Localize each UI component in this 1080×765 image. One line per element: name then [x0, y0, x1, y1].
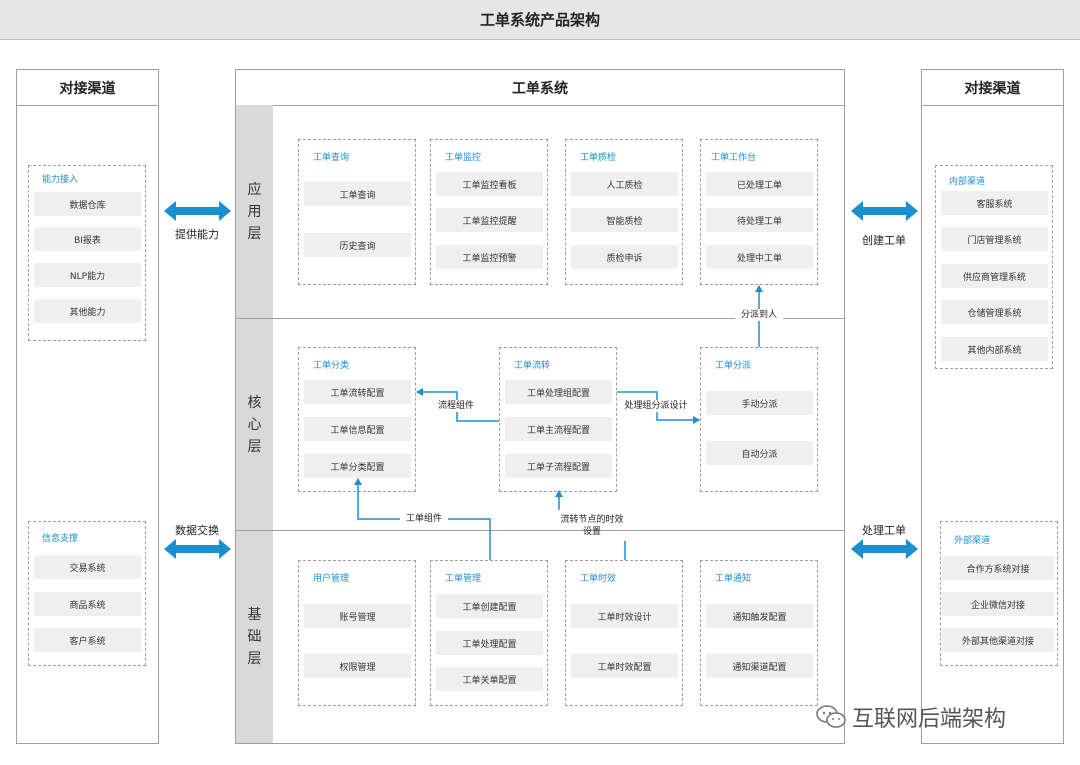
item-bi-report: BI报表	[34, 227, 141, 251]
layer-divider	[236, 530, 844, 531]
group-ticket-category: 工单分类 工单流转配置 工单信息配置 工单分类配置	[298, 347, 416, 492]
item-handle-config: 工单处理配置	[436, 631, 543, 655]
group-ticket-notify: 工单通知 通知触发配置 通知渠道配置	[700, 560, 818, 706]
double-arrow-icon	[164, 539, 231, 559]
group-title: 工单通知	[715, 574, 752, 584]
item-store-system: 门店管理系统	[941, 227, 1048, 251]
group-title: 工单分派	[715, 361, 752, 371]
item-cs-system: 客服系统	[941, 191, 1048, 215]
group-title: 内部渠道	[949, 177, 986, 187]
item-close-config: 工单关单配置	[436, 667, 543, 691]
item-monitor-alert: 工单监控预警	[436, 245, 543, 269]
group-title: 工单分类	[313, 361, 350, 371]
item-smart-qc: 智能质检	[571, 208, 678, 232]
label-ticket-component: 工单组件	[400, 513, 448, 525]
layer-base: 基础层	[236, 531, 273, 743]
item-timing-design: 工单时效设计	[571, 604, 678, 628]
group-title: 工单质检	[580, 153, 617, 163]
item-customer-system: 客户系统	[34, 628, 141, 652]
group-user-management: 用户管理 账号管理 权限管理	[298, 560, 416, 706]
item-notify-trigger: 通知触发配置	[706, 604, 813, 628]
group-title: 工单管理	[445, 574, 482, 584]
double-arrow-icon	[851, 539, 918, 559]
group-ticket-flow: 工单流转 工单处理组配置 工单主流程配置 工单子流程配置	[499, 347, 617, 492]
item-auto-dispatch: 自动分派	[706, 441, 813, 465]
watermark: 互联网后端架构	[816, 701, 1066, 733]
capability-access-group: 能力接入 数据仓库 BI报表 NLP能力 其他能力	[28, 165, 146, 341]
item-other-capability: 其他能力	[34, 299, 141, 323]
item-create-config: 工单创建配置	[436, 594, 543, 618]
label-node-timing: 流转节点的时效 设置	[560, 515, 624, 537]
group-ticket-management: 工单管理 工单创建配置 工单处理配置 工单关单配置	[430, 560, 548, 706]
layer-core: 核心层	[236, 319, 273, 530]
item-other-internal: 其他内部系统	[941, 337, 1048, 361]
label-process-component: 流程组件	[432, 400, 480, 412]
group-ticket-qc: 工单质检 人工质检 智能质检 质检申诉	[565, 139, 683, 285]
wechat-icon	[816, 705, 846, 728]
group-title: 信息支撑	[42, 534, 79, 544]
group-ticket-workbench: 工单工作台 已处理工单 待处理工单 处理中工单	[700, 139, 818, 285]
external-channel-group: 外部渠道 合作方系统对接 企业微信对接 外部其他渠道对接	[940, 521, 1058, 666]
item-timing-config: 工单时效配置	[571, 654, 678, 678]
item-info-config: 工单信息配置	[304, 417, 411, 441]
item-supplier-system: 供应商管理系统	[941, 264, 1048, 288]
label-create-ticket: 创建工单	[862, 234, 906, 247]
item-data-warehouse: 数据仓库	[34, 192, 141, 216]
info-support-group: 信息支撑 交易系统 商品系统 客户系统	[28, 521, 146, 666]
main-panel-title: 工单系统	[236, 70, 844, 106]
layer-application: 应用层	[236, 105, 273, 318]
group-title: 工单监控	[445, 153, 482, 163]
group-title: 用户管理	[313, 574, 350, 584]
page-title: 工单系统产品架构	[0, 0, 1080, 40]
item-warehouse-system: 仓储管理系统	[941, 300, 1048, 324]
item-nlp: NLP能力	[34, 263, 141, 287]
item-account-management: 账号管理	[304, 604, 411, 628]
item-notify-channel: 通知渠道配置	[706, 654, 813, 678]
item-pending: 待处理工单	[706, 208, 813, 232]
item-flow-config: 工单流转配置	[304, 380, 411, 404]
label-provide-capability: 提供能力	[175, 228, 219, 241]
item-processed: 已处理工单	[706, 172, 813, 196]
label-process-ticket: 处理工单	[862, 524, 906, 537]
item-category-config: 工单分类配置	[304, 454, 411, 478]
internal-channel-group: 内部渠道 客服系统 门店管理系统 供应商管理系统 仓储管理系统 其他内部系统	[935, 165, 1053, 369]
group-ticket-monitor: 工单监控 工单监控看板 工单监控提醒 工单监控预警	[430, 139, 548, 285]
item-manual-qc: 人工质检	[571, 172, 678, 196]
group-ticket-timing: 工单时效 工单时效设计 工单时效配置	[565, 560, 683, 706]
item-in-progress: 处理中工单	[706, 245, 813, 269]
group-title: 工单工作台	[711, 153, 757, 163]
group-title: 工单时效	[580, 574, 617, 584]
item-trade-system: 交易系统	[34, 555, 141, 579]
item-main-flow-config: 工单主流程配置	[505, 417, 612, 441]
label-dispatch-to-person: 分派到人	[735, 309, 783, 321]
item-monitor-board: 工单监控看板	[436, 172, 543, 196]
group-title: 能力接入	[42, 175, 79, 185]
group-title: 工单流转	[514, 361, 551, 371]
group-title: 外部渠道	[954, 536, 991, 546]
item-product-system: 商品系统	[34, 592, 141, 616]
group-ticket-query: 工单查询 工单查询 历史查询	[298, 139, 416, 285]
item-manual-dispatch: 手动分派	[706, 391, 813, 415]
item-ticket-query: 工单查询	[304, 182, 411, 206]
item-other-external: 外部其他渠道对接	[942, 628, 1054, 652]
item-history-query: 历史查询	[304, 233, 411, 257]
item-wecom: 企业微信对接	[942, 592, 1054, 616]
item-qc-appeal: 质检申诉	[571, 245, 678, 269]
right-panel-title: 对接渠道	[922, 70, 1063, 106]
item-sub-flow-config: 工单子流程配置	[505, 454, 612, 478]
group-title: 工单查询	[313, 153, 350, 163]
group-ticket-dispatch: 工单分派 手动分派 自动分派	[700, 347, 818, 492]
item-partner-system: 合作方系统对接	[942, 556, 1054, 580]
item-monitor-remind: 工单监控提醒	[436, 208, 543, 232]
item-permission-management: 权限管理	[304, 654, 411, 678]
left-panel-title: 对接渠道	[17, 70, 158, 106]
label-group-dispatch-design: 处理组分派设计	[619, 400, 693, 412]
label-data-exchange: 数据交换	[175, 524, 219, 537]
layer-divider	[236, 318, 844, 319]
double-arrow-icon	[164, 201, 231, 221]
double-arrow-icon	[851, 201, 918, 221]
item-handler-group-config: 工单处理组配置	[505, 380, 612, 404]
